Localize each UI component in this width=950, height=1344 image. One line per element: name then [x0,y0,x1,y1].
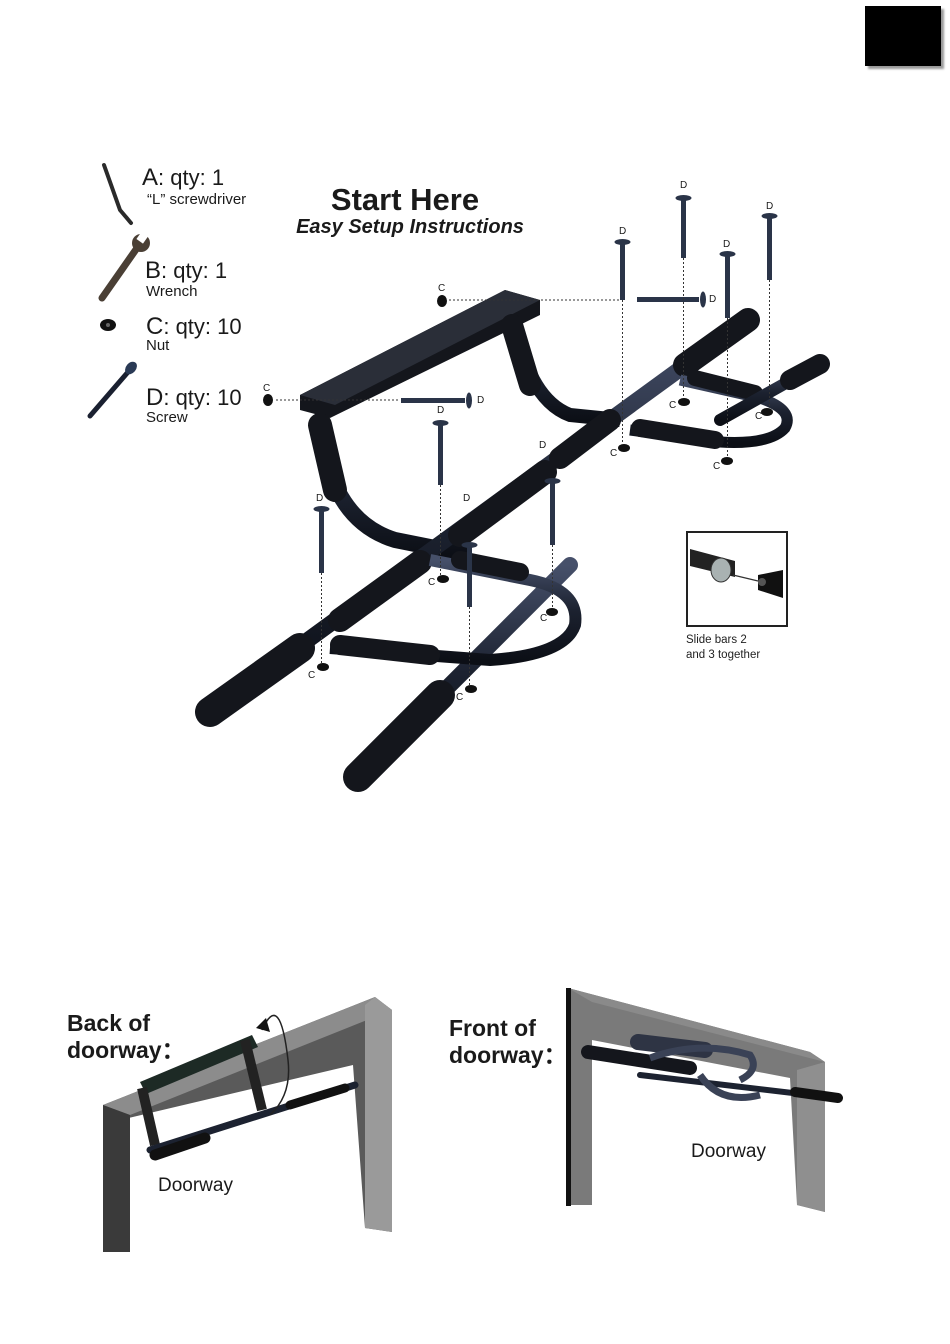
callout-screw: D [619,226,626,237]
back-doorway-heading-line1: Back of [67,1010,185,1037]
part-d-qty: : qty: 10 [163,385,241,410]
front-doorway-heading: Front of doorway： [449,1015,567,1069]
part-b-name: Wrench [146,283,197,300]
inset-caption: Slide bars 2 and 3 together [686,633,806,663]
callout-screw: D [766,201,773,212]
callout-nut: C [610,448,617,459]
callout-nut: C [308,670,315,681]
part-a-letter: A [142,164,158,191]
back-doorway-label: Doorway [158,1175,233,1197]
callout-screw: D [316,493,323,504]
back-doorway-heading: Back of doorway： [67,1010,185,1064]
wrench-icon [102,232,150,298]
callout-screw: D [709,294,716,305]
callout-nut: C [540,613,547,624]
front-doorway-heading-line2: doorway： [449,1042,567,1069]
nut-icon [100,319,116,331]
callout-screw: D [539,440,546,451]
part-d-heading: D: qty: 10 [146,384,242,412]
part-c-letter: C [146,313,163,340]
callout-screw: D [477,395,484,406]
front-doorway-label: Doorway [691,1141,766,1163]
inset-caption-line2: and 3 together [686,648,806,663]
back-doorway-heading-line2: doorway： [67,1037,185,1064]
l-screwdriver-icon [104,165,131,223]
inset-frame [686,531,788,627]
callout-screw: D [463,493,470,504]
front-doorway-illustration [566,988,838,1212]
part-b-heading: B: qty: 1 [145,257,227,285]
callout-nut: C [456,692,463,703]
part-d-letter: D [146,384,163,411]
inset-caption-line1: Slide bars 2 [686,633,806,648]
front-doorway-heading-line1: Front of [449,1015,567,1042]
callout-nut: C [713,461,720,472]
callout-nut: C [428,577,435,588]
part-b-qty: : qty: 1 [161,258,227,283]
part-c-name: Nut [146,337,169,354]
part-a-heading: A: qty: 1 [142,164,224,192]
callout-screw: D [680,180,687,191]
callout-nut: C [669,400,676,411]
part-b-letter: B [145,257,161,284]
callout-nut: C [755,411,762,422]
screw-icon [90,359,139,416]
part-a-qty: : qty: 1 [158,165,224,190]
callout-screw: D [437,405,444,416]
part-d-name: Screw [146,409,188,426]
callout-nut: C [263,383,270,394]
callout-screw: D [723,239,730,250]
callout-nut: C [438,283,445,294]
part-a-name: “L” screwdriver [147,191,246,208]
part-c-qty: : qty: 10 [163,314,241,339]
